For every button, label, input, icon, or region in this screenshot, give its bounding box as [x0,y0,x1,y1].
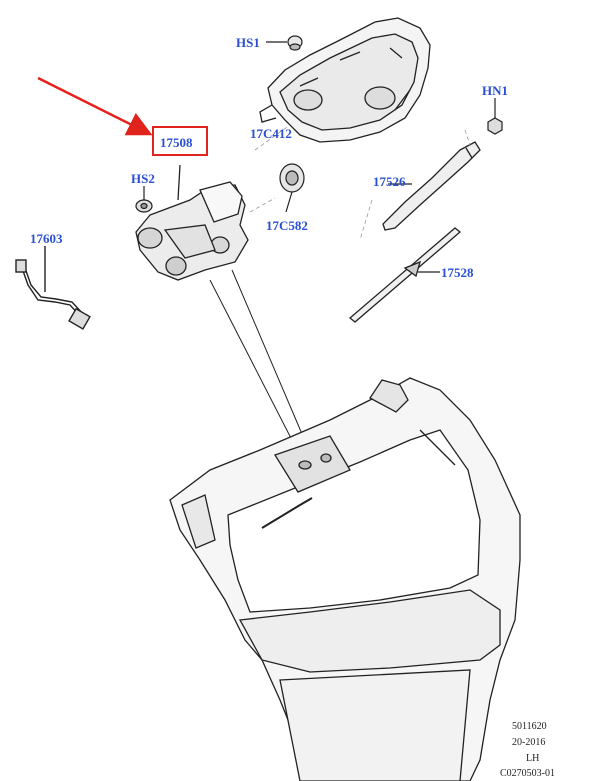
leader-lines [249,124,471,241]
callout-17603: 17603 [30,231,63,246]
clip-hs2 [135,186,153,213]
footer-date: 20-2016 [512,737,546,748]
nut-hn1 [487,98,503,135]
callout-17528: 17528 [441,265,474,280]
projection-lines [209,269,309,449]
cable-17603 [15,246,91,330]
callout-hs1: HS1 [236,35,260,50]
callout-17c412: 17C412 [250,126,292,141]
tailgate [169,377,521,781]
trim-panel-17c412 [259,17,431,143]
wiper-blade-17528 [348,227,462,323]
callout-hs2: HS2 [131,171,155,186]
callout-17526: 17526 [373,174,406,189]
callout-17c582: 17C582 [266,218,308,233]
callout-hn1: HN1 [482,83,508,98]
callout-17508: 17508 [160,135,193,150]
footer-side: LH [526,753,540,764]
wiper-arm-17526 [382,141,481,231]
clip-hs1 [266,35,303,51]
footer-drawing-code: C0270503-01 [500,768,555,779]
grommet-17c582 [279,163,305,213]
pointer-arrow [37,76,153,136]
highlight-box-17508 [152,126,208,156]
wiper-motor-17508 [135,164,249,281]
footer-ref-number: 5011620 [512,721,547,732]
